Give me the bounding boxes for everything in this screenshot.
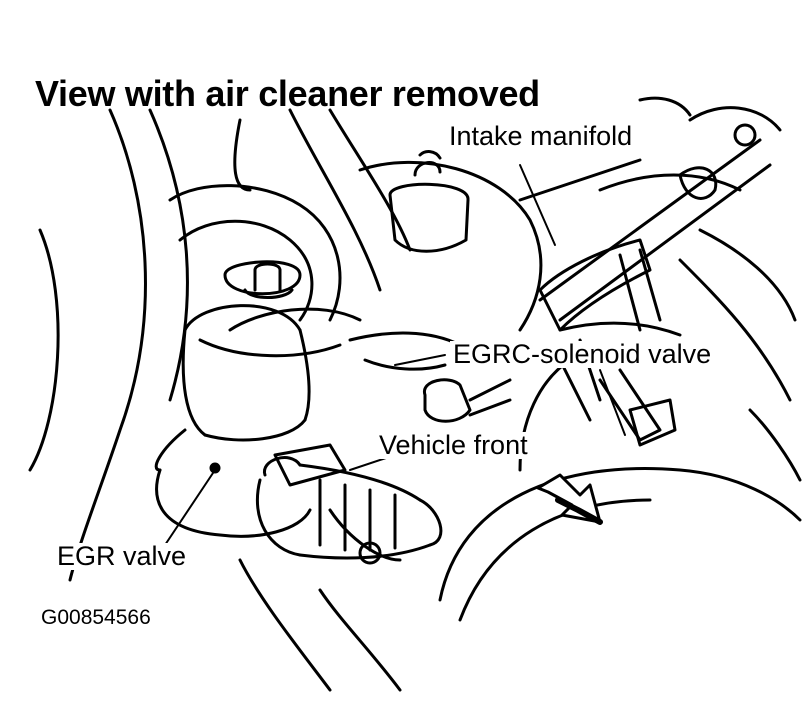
- egrc-solenoid-shape: [538, 238, 682, 447]
- diagram-title: View with air cleaner removed: [35, 73, 540, 114]
- vehicle-front-arrow-icon: [536, 473, 603, 525]
- egr-pointer-dot: [209, 462, 221, 474]
- egrc-leader-right: [599, 369, 626, 436]
- egr-valve-body: [154, 304, 312, 538]
- callout-vehicle-front: Vehicle front: [376, 432, 531, 459]
- intake-leader: [519, 164, 556, 246]
- intake-manifold-shape: [348, 150, 543, 371]
- callout-egrc-solenoid-valve: EGRC-solenoid valve: [450, 341, 715, 368]
- egrc-leader-left: [394, 354, 446, 366]
- callout-intake-manifold: Intake manifold: [446, 123, 636, 150]
- small-connector: [423, 378, 512, 423]
- lower-right-curves: [438, 358, 802, 622]
- upper-right-rods: [518, 96, 797, 402]
- figure-id: G00854566: [41, 606, 151, 629]
- callout-egr-valve: EGR valve: [54, 543, 190, 570]
- hose-clamp-assembly: [238, 443, 443, 692]
- left-hose-lines: [28, 108, 252, 582]
- bolt-cap: [223, 260, 302, 299]
- egr-leader: [164, 469, 216, 546]
- bent-tube: [168, 108, 412, 358]
